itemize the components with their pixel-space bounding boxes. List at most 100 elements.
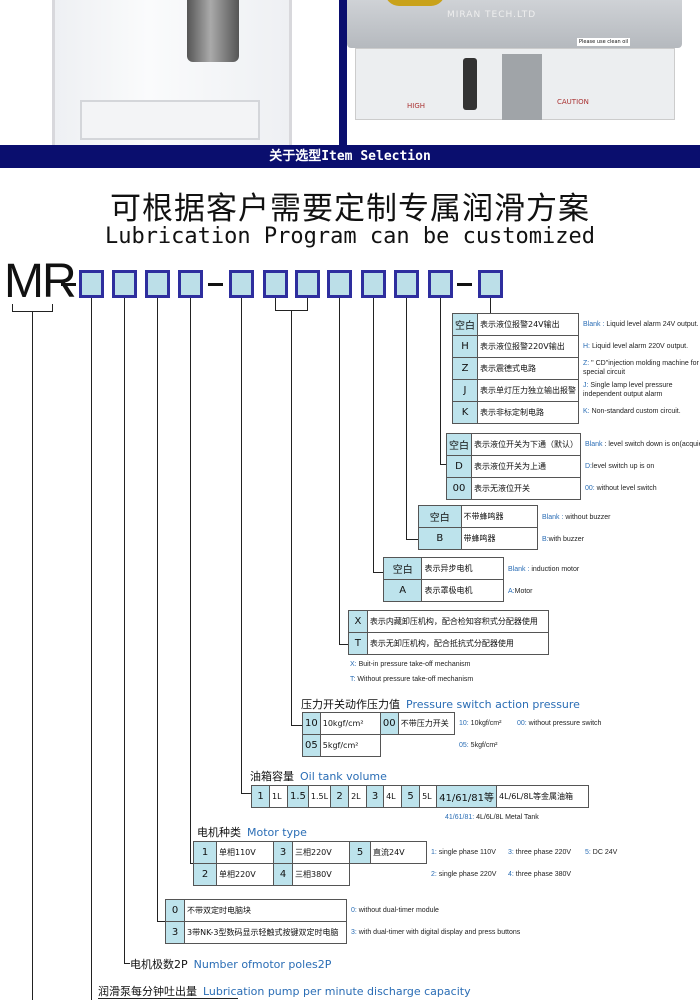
option-note: J: Single lamp level pressure independen…	[583, 381, 699, 399]
option-code: 1	[193, 841, 217, 864]
note-key: Blank :	[508, 566, 530, 573]
note-key: 5:	[585, 849, 591, 856]
note-text: Motor	[514, 588, 533, 595]
discharge-heading: 润滑泵每分钟吐出量 Lubrication pump per minute dis…	[98, 983, 471, 999]
option-code: 空白	[382, 557, 423, 580]
code-slot-7	[295, 270, 320, 298]
option-description: 4L	[383, 785, 403, 808]
option-code: 10	[302, 712, 321, 735]
heading-en: Motor type	[247, 826, 307, 839]
option-description: 表示震德式电路	[477, 357, 579, 380]
option-code: 5	[349, 841, 371, 864]
note-key: H:	[583, 343, 590, 350]
option-code: 05	[302, 734, 321, 757]
code-slot-5	[229, 270, 254, 298]
option-description: 不带蜂鸣器	[460, 505, 538, 528]
option-note: A:Motor	[508, 587, 533, 596]
note-text: with buzzer	[548, 536, 585, 543]
high-label: HIGH	[407, 102, 426, 110]
model-prefix: MR	[4, 255, 77, 308]
caution-label: CAUTION	[557, 98, 589, 106]
note-key: T:	[350, 676, 356, 683]
heading-cn: 电机种类	[197, 826, 241, 839]
note-text: single phase 110V	[436, 849, 496, 856]
note-key: 3:	[508, 849, 514, 856]
note-key: 00:	[585, 485, 595, 492]
option-description: 不带双定时电脑块	[184, 899, 347, 922]
option-description: 表示无液位开关	[471, 477, 581, 500]
option-code: 00	[379, 712, 399, 735]
option-description: 1.5L	[307, 785, 332, 808]
note-text: without buzzer	[563, 514, 611, 521]
option-note: B:with buzzer	[542, 535, 584, 544]
note-key: 00:	[517, 720, 527, 727]
code-slot-9	[361, 270, 386, 298]
code-slot-1	[79, 270, 104, 298]
option-description: 单相110V	[216, 841, 274, 864]
code-slot-3	[145, 270, 170, 298]
option-note: 4: three phase 380V	[508, 870, 571, 879]
photo-divider	[339, 0, 347, 145]
brand-label: MIRAN TECH.LTD	[447, 10, 537, 20]
option-note: Z: " CD"injection molding machine for sp…	[583, 359, 699, 377]
option-note: 3: with dual-timer with digital display …	[351, 928, 520, 937]
option-note: 3: three phase 220V	[508, 848, 571, 857]
note-key: 05:	[459, 742, 469, 749]
note-text: Liquid level alarm 220V output.	[590, 343, 689, 350]
note-text: level switch up is on	[592, 463, 655, 470]
option-code: 2	[330, 785, 350, 808]
option-code: D	[446, 455, 472, 478]
option-note: 1: single phase 110V	[431, 848, 496, 857]
option-note: Blank : without buzzer	[542, 513, 611, 522]
note-key: 0:	[351, 907, 357, 914]
note-text: three phase 380V	[513, 871, 572, 878]
option-description: 1L	[269, 785, 288, 808]
note-text: induction motor	[529, 566, 580, 573]
note-key: Blank :	[542, 514, 564, 521]
note-text: with dual-timer with digital display and…	[356, 929, 521, 936]
option-note: 41/61/81: 4L/6L/8L Metal Tank	[445, 813, 539, 822]
option-note: Blank : induction motor	[508, 565, 579, 574]
note-key: D:	[585, 463, 592, 470]
option-code: 3	[165, 921, 185, 944]
heading-cn: 润滑泵每分钟吐出量	[98, 985, 197, 998]
option-code: 2	[193, 863, 217, 886]
separator-dash	[457, 283, 472, 286]
page-title: 可根据客户需要定制专属润滑方案	[110, 191, 590, 227]
heading-cn: 压力开关动作压力值	[301, 698, 400, 711]
option-code: 5	[401, 785, 421, 808]
note-key: A:	[508, 588, 515, 595]
option-code: 空白	[446, 433, 472, 456]
option-code: 3	[366, 785, 385, 808]
product-photo-right: MIRAN TECH.LTD Please use clean oil HIGH…	[347, 0, 700, 145]
note-key: Blank :	[583, 321, 605, 328]
heading-cn: 油箱容量	[250, 770, 294, 783]
option-code: T	[348, 632, 368, 655]
option-note: K: Non-standard custom circuit.	[583, 407, 681, 416]
heading-en: Number ofmotor poles2P	[193, 958, 332, 971]
note-key: 10:	[459, 720, 469, 727]
table-row: 空白不带蜂鸣器	[418, 505, 538, 528]
code-slot-8	[327, 270, 352, 298]
note-key: 41/61/81:	[445, 814, 475, 821]
option-description: 表示液位报警24V输出	[477, 313, 579, 336]
note-text: 5kgf/cm²	[468, 742, 498, 749]
note-text: Liquid level alarm 24V output.	[604, 321, 699, 328]
option-code: X	[348, 610, 368, 633]
note-key: J:	[583, 382, 589, 389]
heading-en: Lubrication pump per minute discharge ca…	[203, 985, 471, 998]
note-text: Single lamp level pressure independent o…	[583, 382, 673, 398]
option-code: 空白	[418, 505, 462, 528]
